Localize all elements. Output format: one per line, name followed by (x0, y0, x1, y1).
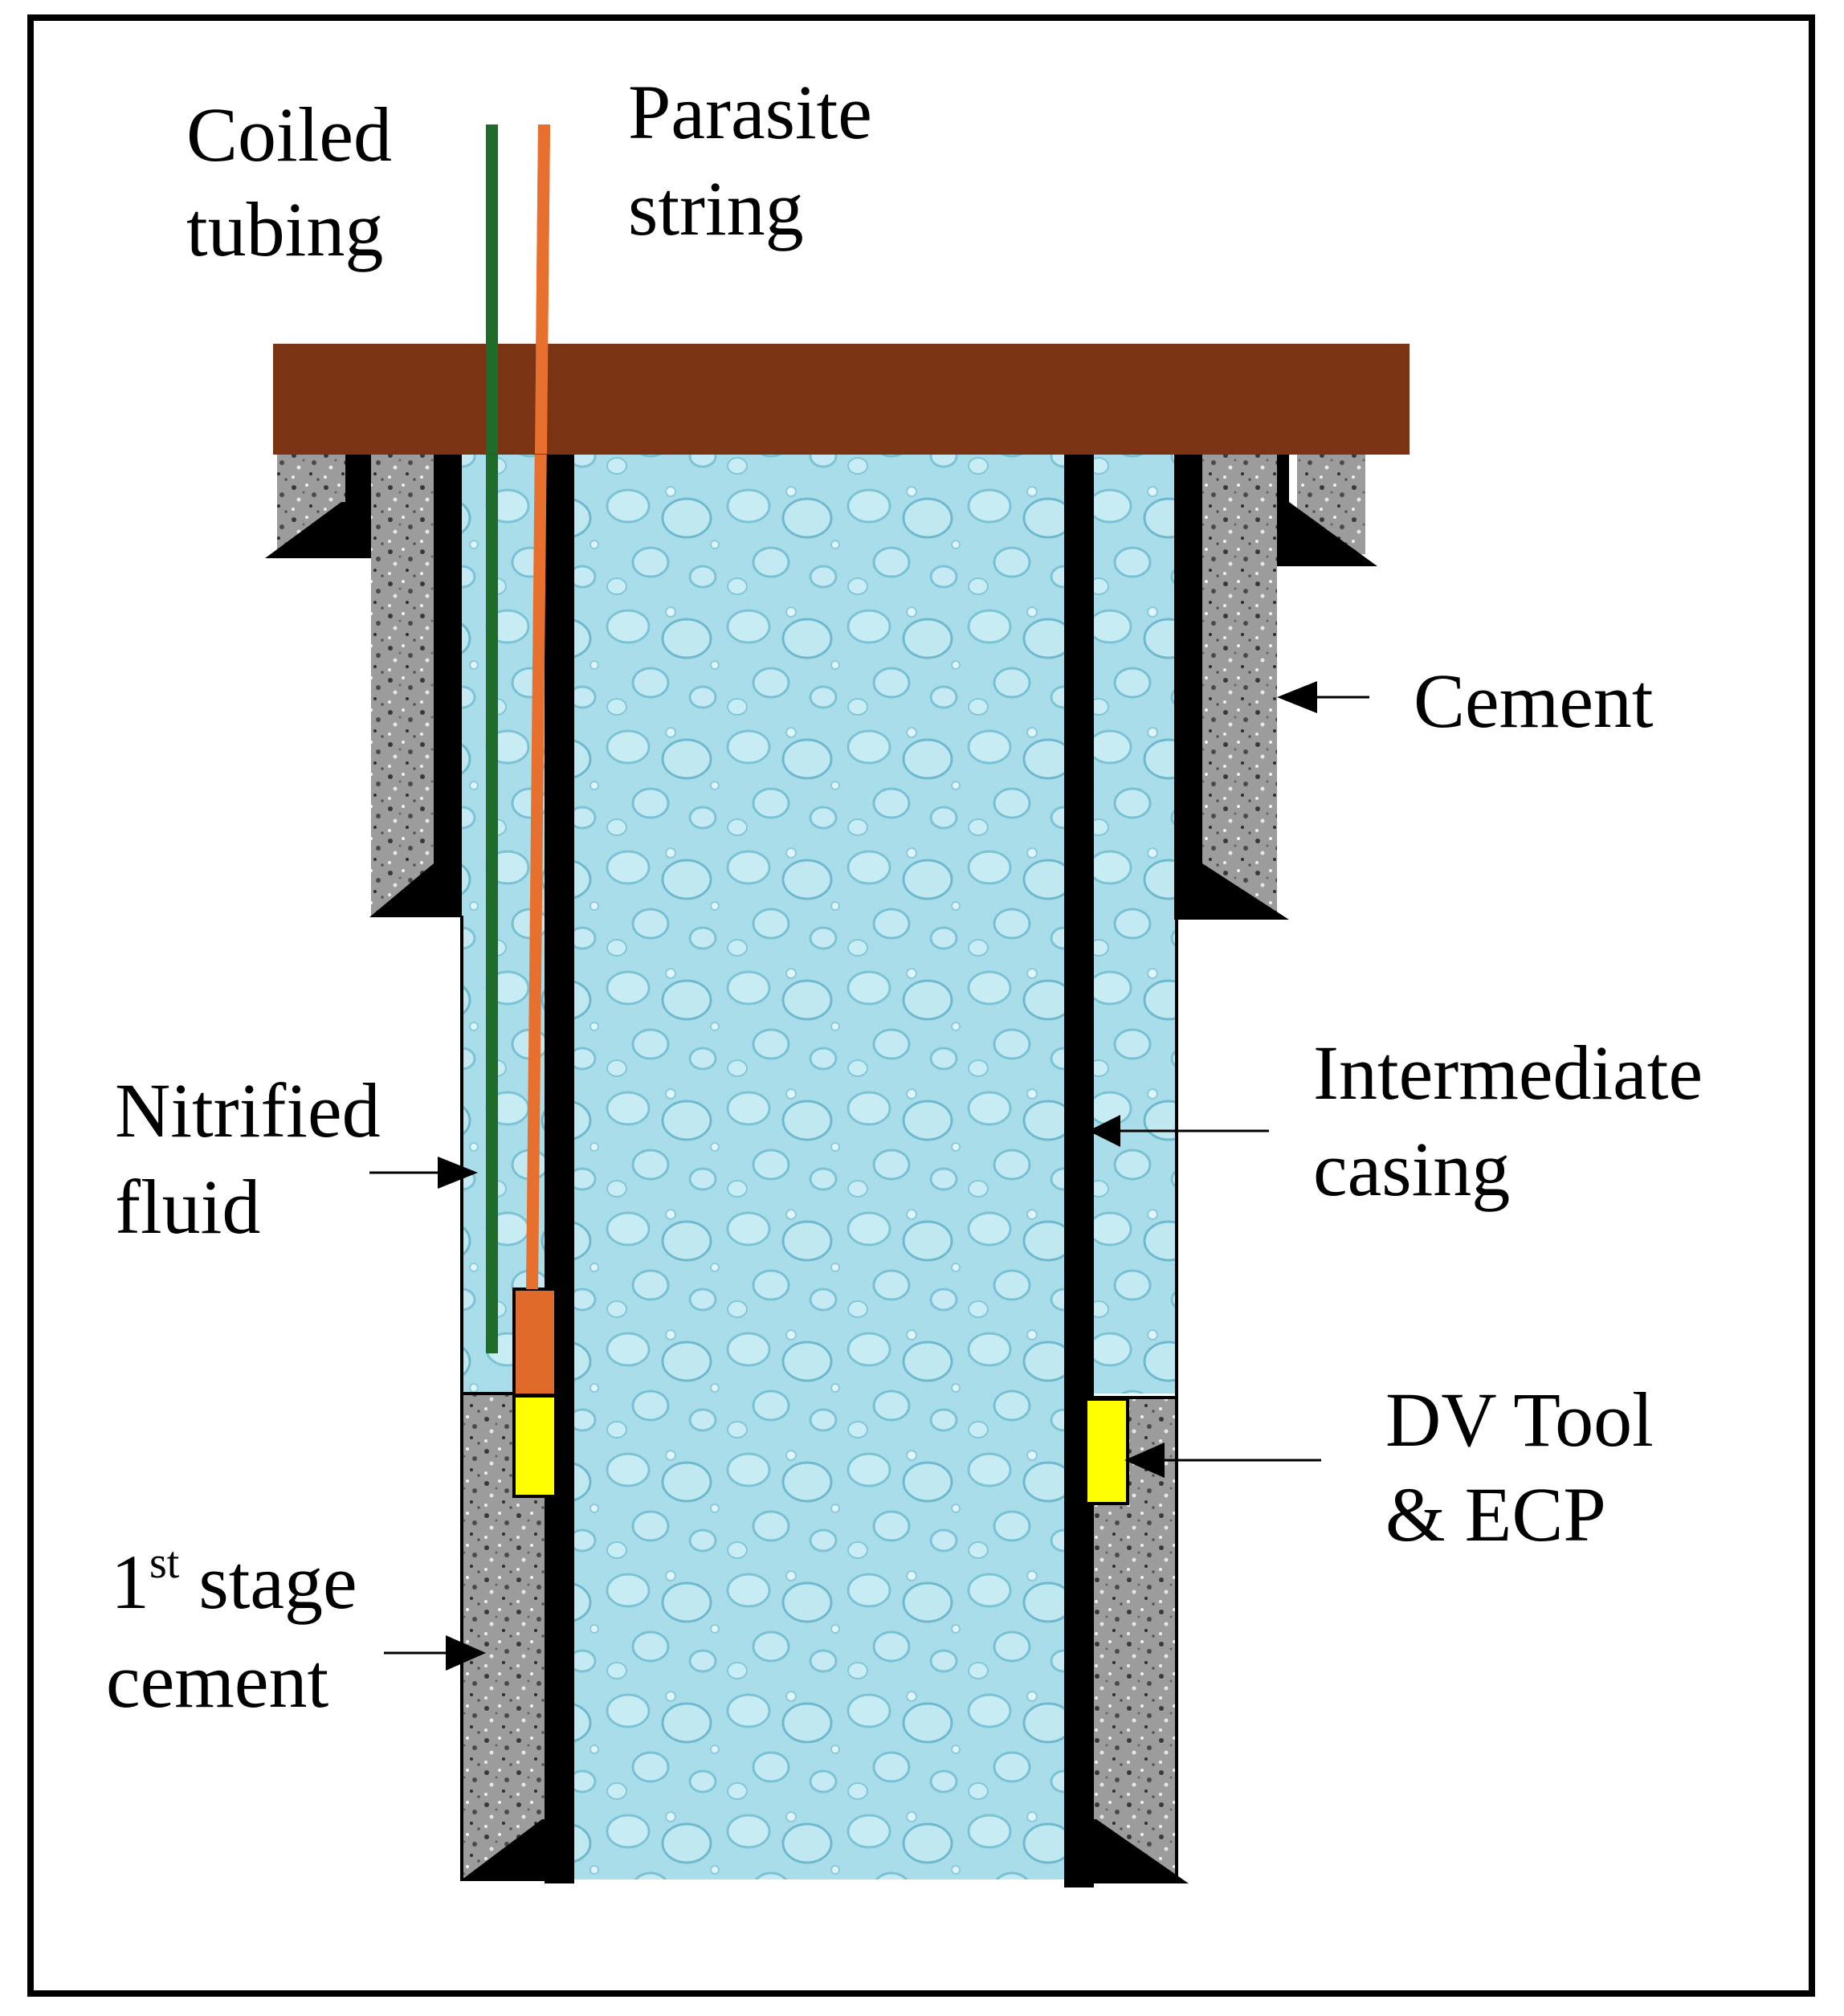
surface-casing-left (345, 450, 373, 558)
surface-casing-shoe-right (1261, 502, 1377, 566)
intermediate-casing-arrowhead (1088, 1115, 1120, 1147)
upper-cement-right (1201, 450, 1277, 916)
parasite-string-top (535, 124, 550, 454)
intermediate-casing-label-line2: casing (1313, 1126, 1510, 1212)
first-stage-cement-label-line1: 1st stage (111, 1538, 357, 1625)
cement-label: Cement (1414, 658, 1654, 744)
nitrified-fluid-label-line1: Nitrified (115, 1067, 381, 1153)
parasite-string-label-line2: string (628, 165, 804, 251)
first-stage-rest: stage (179, 1539, 357, 1625)
coiled-tubing-label-line1: Coiled (186, 92, 392, 178)
parasite-string-label-line1: Parasite (628, 69, 872, 155)
arrows (369, 681, 1369, 1671)
intermediate-outer-casing-left (434, 450, 462, 916)
dv-tool-right (1084, 1398, 1129, 1505)
parasite-tool (512, 1288, 557, 1397)
first-stage-number: 1 (111, 1539, 149, 1625)
first-stage-superscript: st (149, 1538, 180, 1588)
cement-arrowhead (1277, 681, 1317, 713)
coiled-tubing-top (486, 124, 498, 454)
upper-cement-left (371, 450, 435, 916)
dv-tool-left (512, 1394, 557, 1498)
production-shoe-right (1068, 1819, 1189, 1883)
dv-tool-arrowhead (1124, 1443, 1165, 1478)
intermediate-casing-label-line1: Intermediate (1313, 1030, 1703, 1116)
intermediate-casing-right (1064, 450, 1094, 1887)
intermediate-shoe-right (1174, 863, 1289, 920)
nitrified-fluid-label-line2: fluid (115, 1164, 260, 1250)
production-shoe-left (464, 1819, 570, 1878)
coiled-tubing-label-line2: tubing (186, 186, 383, 272)
first-stage-cement-label-line2: cement (106, 1638, 329, 1724)
intermediate-casing-left (545, 450, 574, 1883)
wellbore-fluid (574, 450, 1064, 1879)
dv-tool-label-line2: & ECP (1385, 1471, 1606, 1557)
intermediate-shoe-left (369, 863, 462, 917)
nitrified-fluid-arrowhead (438, 1157, 478, 1189)
dv-tool-label-line1: DV Tool (1385, 1377, 1654, 1463)
intermediate-outer-casing-right (1174, 450, 1202, 920)
wellhead-plate (273, 344, 1410, 455)
first-stage-cement-arrowhead (446, 1635, 486, 1671)
nitrified-fluid-right-annulus (1092, 450, 1177, 1394)
